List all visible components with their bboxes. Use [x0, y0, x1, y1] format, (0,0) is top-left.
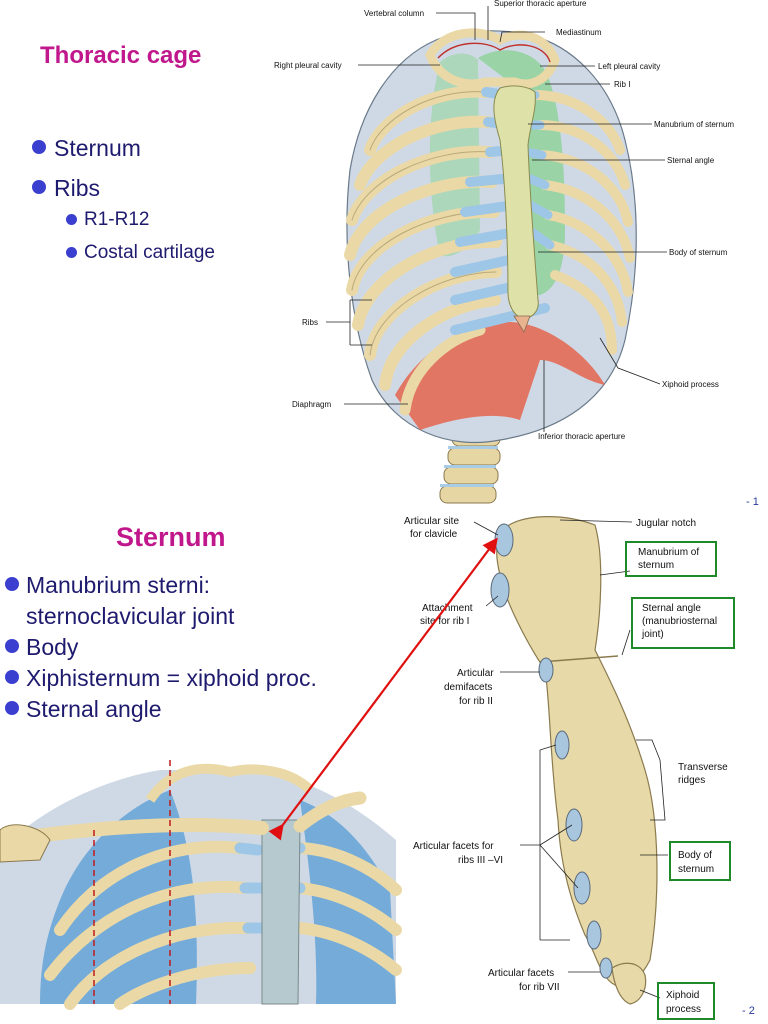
slide1-labels: Vertebral column Superior thoracic apert… [274, 0, 734, 441]
box-body [669, 841, 731, 881]
label-ribs: Ribs [302, 318, 318, 327]
label-left-pleural: Left pleural cavity [598, 62, 660, 71]
label-demifacets-2: demifacets [444, 682, 492, 693]
label-sternal-angle-2: (manubriosternal [642, 616, 717, 627]
scapula-hint [0, 824, 51, 863]
slide1-subbullet-list: R1-R12 Costal cartilage [66, 207, 215, 266]
label-xiphoid-top: Xiphoid process [662, 380, 719, 389]
label-body-top: Body of sternum [669, 248, 728, 257]
label-sternal-angle-3: joint) [641, 629, 664, 640]
label-manubrium-2: sternum [638, 560, 674, 571]
slide2-bullet-list: Manubrium sterni: sternoclavicular joint… [4, 570, 317, 725]
label-demifacets-3: for rib II [459, 696, 493, 707]
label-sternal-angle-top: Sternal angle [667, 156, 715, 165]
label-facets-3-6-1: Articular facets for [413, 841, 494, 852]
bullet-body: Body [4, 632, 317, 663]
box-sternal-angle [631, 597, 735, 649]
bullet-manubrium: Manubrium sterni: [4, 570, 317, 601]
label-right-pleural: Right pleural cavity [274, 61, 342, 70]
label-transverse-1: Transverse [678, 762, 728, 773]
anterior-cage-figure [0, 760, 402, 1010]
thoracic-cage-figure [344, 28, 637, 504]
box-manubrium [625, 541, 717, 577]
label-manubrium-1: Manubrium of [638, 547, 699, 558]
label-rib-one: Rib I [614, 80, 630, 89]
label-sternal-angle-1: Sternal angle [642, 603, 701, 614]
lower-sternum [261, 819, 301, 1005]
subbullet-costal-cartilage: Costal cartilage [66, 240, 215, 266]
highlight-boxes [625, 541, 735, 1020]
label-transverse-2: ridges [678, 775, 705, 786]
manubriosternal-joint-line [539, 655, 619, 663]
label-jugular-notch: Jugular notch [636, 518, 696, 529]
label-xiphoid-1: Xiphoid [666, 990, 699, 1001]
label-superior-aperture: Superior thoracic aperture [494, 0, 587, 8]
label-attachment-2: site for rib I [420, 616, 469, 627]
label-diaphragm: Diaphragm [292, 400, 331, 409]
bullet-sternum: Sternum [32, 133, 141, 163]
box-xiphoid [657, 982, 715, 1020]
bullet-xiphisternum: Xiphisternum = xiphoid proc. [4, 663, 317, 694]
xiphoid-lateral [611, 962, 647, 1005]
red-arrow [268, 537, 498, 841]
label-vertebral-column: Vertebral column [364, 9, 424, 18]
slide1-title: Thoracic cage [40, 42, 202, 69]
label-articular-clavicle-1: Articular site [404, 516, 459, 527]
sternum-body-lateral [496, 516, 658, 987]
label-facets-3-6-2: ribs III –VI [458, 855, 503, 866]
page-number-2: - 2 [742, 1005, 755, 1017]
bullet-sternoclavicular: sternoclavicular joint [26, 603, 235, 629]
label-xiphoid-2: process [666, 1004, 701, 1015]
label-facets-7-1: Articular facets [488, 968, 554, 979]
label-demifacets-1: Articular [457, 668, 494, 679]
label-body-2: sternum [678, 864, 714, 875]
label-inferior-aperture: Inferior thoracic aperture [538, 432, 626, 441]
page-number-1: - 1 [746, 496, 759, 508]
sternum-shape [493, 85, 539, 319]
label-facets-7-2: for rib VII [519, 982, 560, 993]
label-articular-clavicle-2: for clavicle [410, 529, 458, 540]
label-manubrium-top: Manubrium of sternum [654, 120, 734, 129]
bullet-sternal-angle: Sternal angle [4, 694, 317, 725]
bullet-ribs: Ribs [32, 173, 141, 203]
xiphoid-shape [513, 315, 531, 333]
slide1-bullet-list: Sternum Ribs [32, 133, 141, 203]
subbullet-r1-r12: R1-R12 [66, 207, 215, 233]
slide1-leader-lines [326, 6, 667, 432]
sternum-lateral-figure [490, 516, 658, 1005]
superior-aperture-outline [437, 42, 551, 63]
slide2-title: Sternum [116, 522, 226, 552]
label-mediastinum: Mediastinum [556, 28, 602, 37]
label-body-1: Body of [678, 850, 712, 861]
